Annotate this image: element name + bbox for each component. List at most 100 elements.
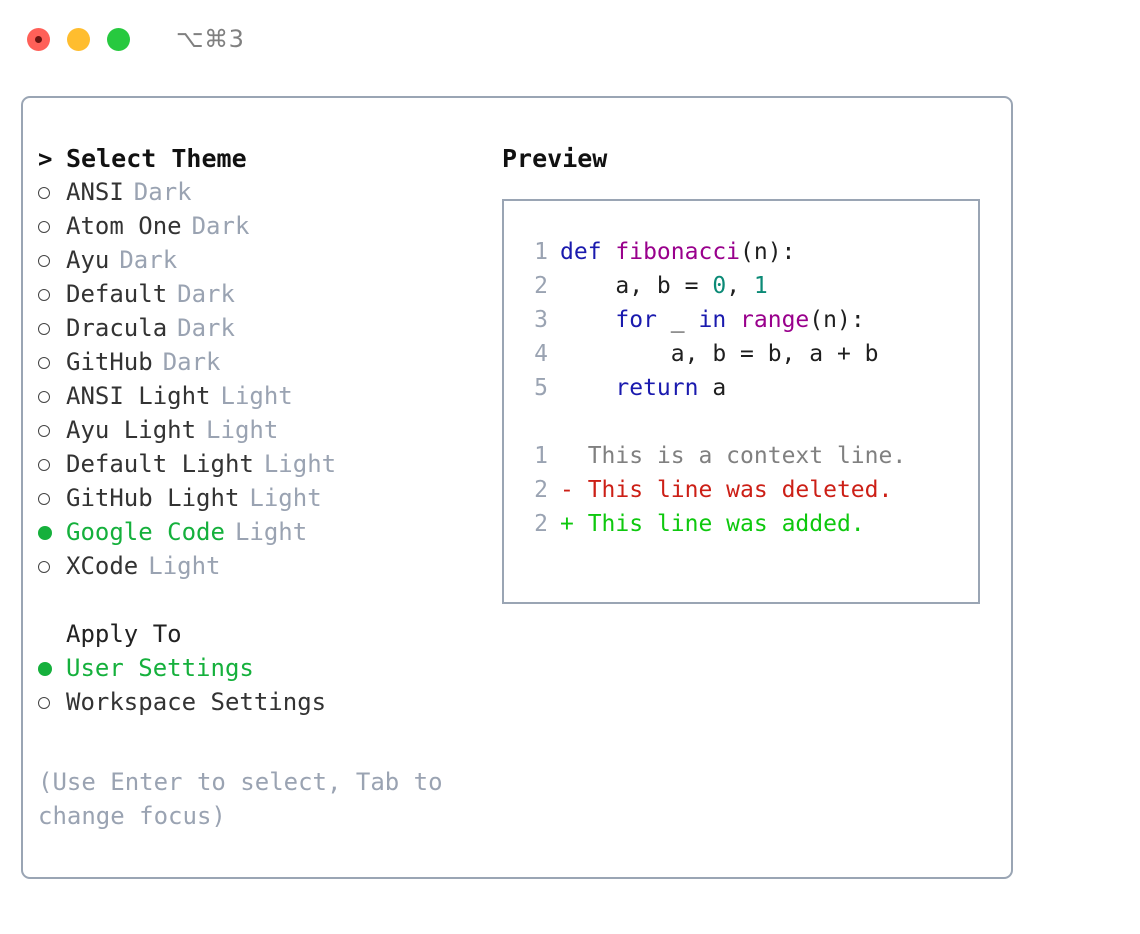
- theme-item-label: Atom One: [66, 212, 182, 240]
- window-controls: [27, 27, 130, 51]
- keyboard-hint-line-1: (Use Enter to select, Tab to: [38, 768, 443, 796]
- theme-item-variant-tag: Dark: [119, 246, 178, 274]
- code-token-plain: (n):: [809, 307, 865, 333]
- title-bar: ⌥⌘3: [0, 0, 1140, 78]
- code-token-plain: a, b = b, a + b: [560, 341, 879, 367]
- theme-item-variant-tag: Dark: [191, 212, 250, 240]
- radio-selected-icon[interactable]: [38, 520, 66, 544]
- code-token-kw: def: [560, 239, 616, 265]
- theme-item-ayu[interactable]: Ayu Dark: [38, 246, 498, 280]
- apply-to-item-label: Workspace Settings: [66, 688, 327, 716]
- theme-item-label: Default Light: [66, 450, 254, 478]
- code-line: 4 a, b = b, a + b: [520, 341, 978, 375]
- diff-line-add: 2+ This line was added.: [520, 511, 978, 545]
- code-token-num: 0: [712, 273, 727, 299]
- diff-block: 1 This is a context line. 2- This line wa…: [520, 443, 978, 545]
- diff-line-number: 1: [534, 443, 548, 469]
- theme-item-atom-one[interactable]: Atom One Dark: [38, 212, 498, 246]
- preview-title: Preview: [502, 144, 608, 173]
- code-line-number: 1: [534, 239, 548, 265]
- radio-unselected-icon[interactable]: [38, 486, 66, 510]
- theme-item-github[interactable]: GitHub Dark: [38, 348, 498, 382]
- radio-unselected-icon[interactable]: [38, 452, 66, 476]
- theme-item-variant-tag: Dark: [177, 280, 235, 308]
- select-theme-header-label: Select Theme: [66, 144, 247, 173]
- theme-item-variant-tag: Light: [234, 518, 308, 546]
- code-token-kw: return: [615, 375, 699, 401]
- theme-item-ayu-light[interactable]: Ayu Light Light: [38, 416, 498, 450]
- zoom-button[interactable]: [107, 27, 130, 51]
- keyboard-hint-line-2: change focus): [38, 802, 226, 830]
- theme-item-variant-tag: Dark: [177, 314, 235, 342]
- radio-unselected-icon[interactable]: [38, 282, 66, 306]
- theme-item-variant-tag: Light: [249, 484, 322, 512]
- code-token-num: 1: [753, 273, 768, 299]
- theme-item-variant-tag: Dark: [133, 178, 192, 206]
- radio-unselected-icon[interactable]: [38, 554, 66, 578]
- radio-unselected-icon[interactable]: [38, 350, 66, 374]
- theme-item-label: Ayu: [66, 246, 110, 274]
- code-line-number: 4: [534, 341, 548, 367]
- theme-item-variant-tag: Dark: [162, 348, 221, 376]
- close-button[interactable]: [27, 27, 50, 51]
- diff-marker-del: -: [560, 477, 588, 503]
- theme-item-variant-tag: Light: [220, 382, 293, 410]
- theme-item-label: ANSI Light: [66, 382, 211, 410]
- code-token-plain: _: [656, 307, 699, 333]
- minimize-button[interactable]: [67, 27, 90, 51]
- theme-item-dracula[interactable]: Dracula Dark: [38, 314, 498, 348]
- diff-line-text: This is a context line.: [587, 443, 907, 469]
- diff-line-text: This line was deleted.: [587, 477, 893, 503]
- theme-item-default[interactable]: Default Dark: [38, 280, 498, 314]
- theme-item-google-code[interactable]: Google Code Light: [38, 518, 498, 552]
- theme-item-xcode[interactable]: XCode Light: [38, 552, 498, 586]
- code-line: 1 def fibonacci(n):: [520, 239, 978, 273]
- code-diff-spacer: [520, 409, 978, 443]
- theme-item-label: GitHub: [66, 348, 153, 376]
- code-line-number: 2: [534, 273, 548, 299]
- diff-line-del: 2- This line was deleted.: [520, 477, 978, 511]
- radio-unselected-icon[interactable]: [38, 180, 66, 204]
- radio-unselected-icon[interactable]: [38, 316, 66, 340]
- apply-to-header: Apply To: [38, 620, 498, 654]
- code-token-fn: range: [740, 307, 810, 333]
- theme-item-variant-tag: Light: [148, 552, 221, 580]
- diff-line-number: 2: [534, 477, 548, 503]
- radio-unselected-icon[interactable]: [38, 690, 66, 714]
- select-theme-header: > Select Theme: [38, 144, 498, 178]
- theme-item-variant-tag: Light: [206, 416, 279, 444]
- code-line-text: def fibonacci(n):: [560, 239, 795, 265]
- theme-item-label: Google Code: [66, 518, 225, 546]
- radio-unselected-icon[interactable]: [38, 384, 66, 408]
- code-line-text: a, b = 0, 1: [560, 273, 768, 299]
- code-token-kw: in: [698, 307, 727, 333]
- apply-to-item-user-settings[interactable]: User Settings: [38, 654, 498, 688]
- theme-item-ansi-light[interactable]: ANSI Light Light: [38, 382, 498, 416]
- code-line: 5 return a: [520, 375, 978, 409]
- theme-item-label: Ayu Light: [66, 416, 197, 444]
- apply-to-item-workspace-settings[interactable]: Workspace Settings: [38, 688, 498, 722]
- theme-item-label: Default: [66, 280, 168, 308]
- code-token-plain: [726, 307, 740, 333]
- radio-unselected-icon[interactable]: [38, 248, 66, 272]
- code-line-text: a, b = b, a + b: [560, 341, 879, 367]
- theme-item-label: ANSI: [66, 178, 124, 206]
- radio-unselected-icon[interactable]: [38, 214, 66, 238]
- code-token-kw: for: [615, 307, 657, 333]
- radio-selected-icon[interactable]: [38, 656, 66, 680]
- radio-unselected-icon[interactable]: [38, 418, 66, 442]
- theme-item-label: Dracula: [66, 314, 168, 342]
- theme-item-label: XCode: [66, 552, 139, 580]
- theme-item-ansi[interactable]: ANSI Dark: [38, 178, 498, 212]
- code-token-plain: [560, 307, 615, 333]
